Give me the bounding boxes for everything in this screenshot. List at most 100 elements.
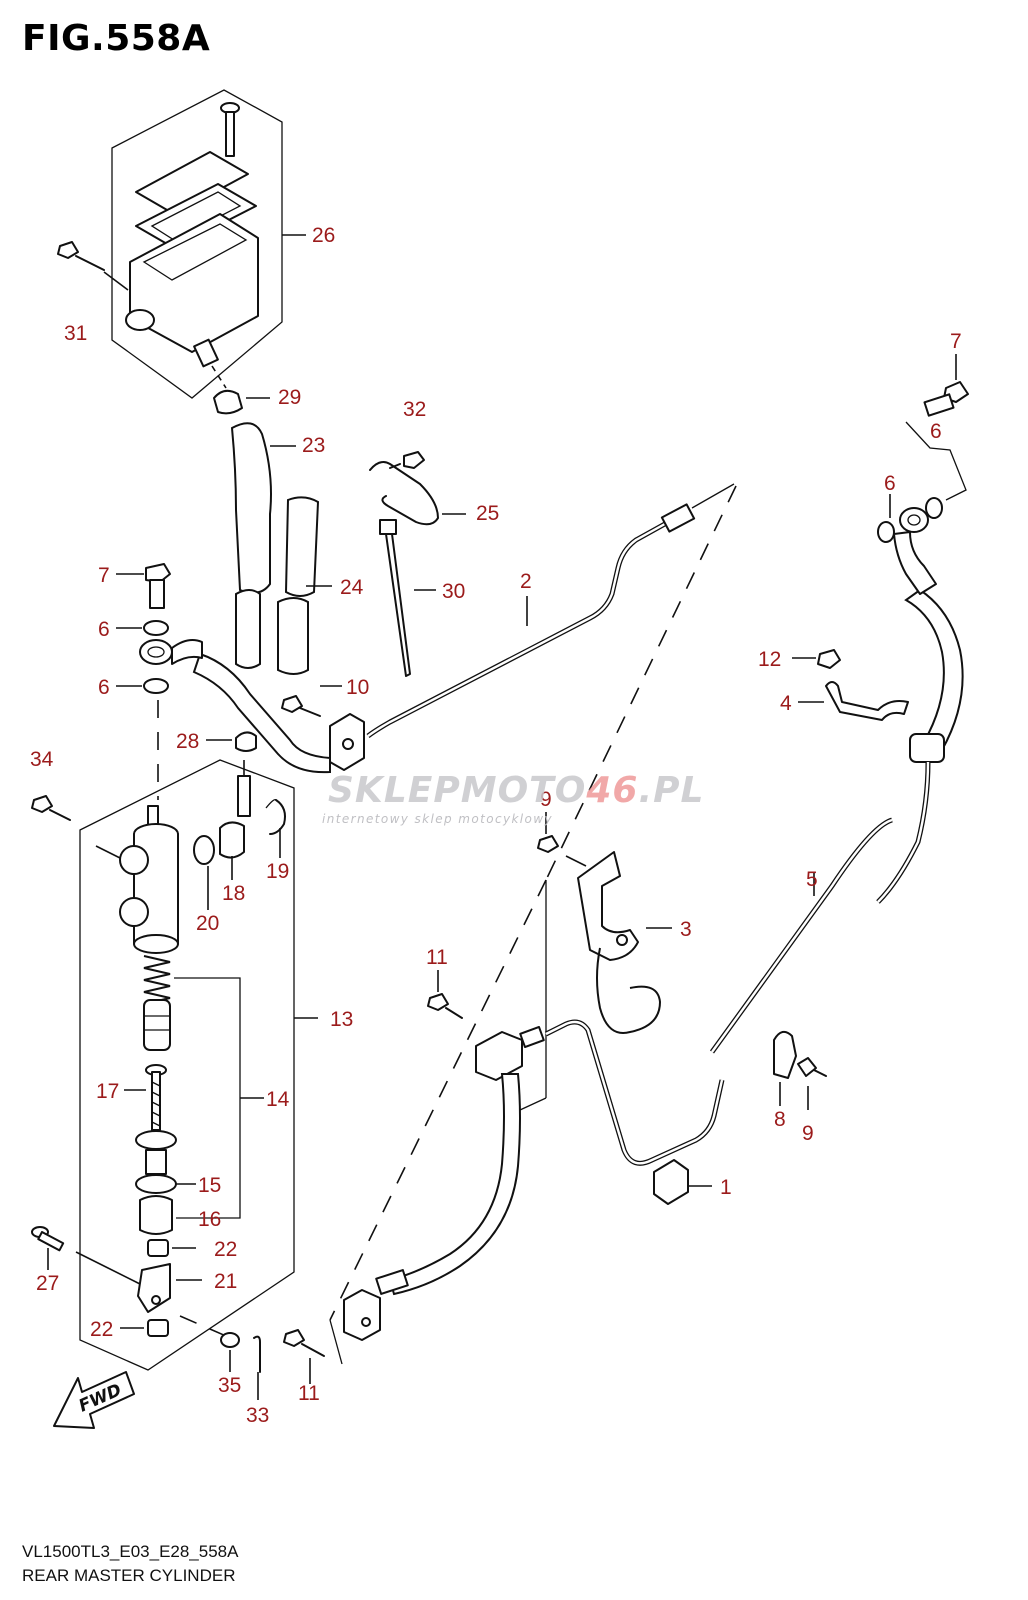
banjo-fitting-upper[interactable] xyxy=(139,639,203,665)
bracket-3[interactable] xyxy=(577,851,639,961)
callout-5: 5 xyxy=(806,868,818,891)
gasket-6-left-bottom[interactable] xyxy=(143,678,169,694)
callout-4: 4 xyxy=(780,692,792,715)
clamp-29[interactable] xyxy=(213,389,243,415)
pipe-fitting-top[interactable] xyxy=(660,503,696,533)
callout-27: 27 xyxy=(36,1272,59,1295)
gasket-6-right-a[interactable] xyxy=(877,521,895,543)
bolt-10[interactable] xyxy=(281,695,321,717)
hose-joint-18[interactable] xyxy=(219,775,251,859)
clevis-21[interactable] xyxy=(137,1263,171,1313)
gasket-6-right-b[interactable] xyxy=(925,497,943,519)
callout-7-left: 7 xyxy=(98,564,110,587)
callout-10: 10 xyxy=(346,676,369,699)
nut-22-lower[interactable] xyxy=(147,1319,169,1337)
callout-28: 28 xyxy=(176,730,199,753)
callout-14: 14 xyxy=(266,1088,290,1111)
banjo-fitting-right[interactable] xyxy=(893,507,937,595)
washer-35[interactable] xyxy=(220,1332,240,1348)
callout-33: 33 xyxy=(246,1404,269,1427)
master-cylinder-box xyxy=(79,759,295,1371)
callout-15: 15 xyxy=(198,1174,221,1197)
circlip-19[interactable] xyxy=(265,799,286,835)
cable-tie-30[interactable] xyxy=(379,519,411,677)
snap-ring-15[interactable] xyxy=(135,1174,177,1194)
upper-right-hose[interactable] xyxy=(904,588,964,752)
master-cylinder-body[interactable] xyxy=(119,805,179,954)
callout-6-left-bottom: 6 xyxy=(98,676,110,699)
callout-25: 25 xyxy=(476,502,499,525)
bolt-34[interactable] xyxy=(31,795,71,821)
fwd-arrow: FWD xyxy=(53,1371,135,1429)
callout-6-left-top: 6 xyxy=(98,618,110,641)
union-bolt-7-left[interactable] xyxy=(145,563,171,609)
callout-9-center: 9 xyxy=(540,788,552,811)
bolt-9-right[interactable] xyxy=(797,1057,827,1077)
callout-22-upper: 22 xyxy=(214,1238,237,1261)
bolt-11-lower[interactable] xyxy=(283,1329,325,1357)
piston[interactable] xyxy=(143,999,171,1051)
reservoir-assembly[interactable] xyxy=(111,89,283,399)
callout-6-right: 6 xyxy=(884,472,896,495)
callout-9-right: 9 xyxy=(802,1122,814,1145)
hose-fitting-lower[interactable] xyxy=(375,1269,409,1295)
nut-22-upper[interactable] xyxy=(147,1239,169,1257)
callout-18: 18 xyxy=(222,882,245,905)
callout-7-right: 7 xyxy=(950,330,962,353)
callout-32: 32 xyxy=(403,398,426,421)
watermark-tagline: internetowy sklep motocyklowy xyxy=(322,812,553,826)
hose-fitting-right[interactable] xyxy=(909,733,945,763)
figure-title: FIG.558A xyxy=(22,18,211,59)
watermark-brand: SKLEPMOTO46.PL xyxy=(328,770,705,811)
callout-17: 17 xyxy=(96,1080,119,1103)
bolt-12[interactable] xyxy=(817,649,841,669)
callout-22-lower: 22 xyxy=(90,1318,113,1341)
union-bolt-7-right[interactable] xyxy=(923,381,969,417)
callout-13: 13 xyxy=(330,1008,353,1031)
callout-26: 26 xyxy=(312,224,335,247)
callout-35: 35 xyxy=(218,1374,241,1397)
bolt-31[interactable] xyxy=(57,241,105,271)
clip-25[interactable] xyxy=(369,461,439,526)
junction-block-lower[interactable] xyxy=(475,1026,545,1081)
junction-block-upper[interactable] xyxy=(329,713,365,771)
callout-2: 2 xyxy=(520,570,532,593)
clamp-1[interactable] xyxy=(653,1159,689,1205)
junction-block-bottom[interactable] xyxy=(343,1289,381,1341)
callout-21: 21 xyxy=(214,1270,237,1293)
bolt-32[interactable] xyxy=(389,451,425,469)
cotter-pin-33[interactable] xyxy=(253,1335,261,1373)
bolt-9-center[interactable] xyxy=(537,835,559,853)
figure-name: REAR MASTER CYLINDER xyxy=(22,1566,236,1585)
clamp-28[interactable] xyxy=(235,731,257,752)
lower-brake-hose[interactable] xyxy=(388,1073,521,1296)
callout-11-lower: 11 xyxy=(298,1382,320,1405)
callout-31: 31 xyxy=(64,322,87,345)
callout-11-upper: 11 xyxy=(426,946,448,969)
callout-3: 3 xyxy=(680,918,692,941)
callout-8: 8 xyxy=(774,1108,786,1131)
callout-30: 30 xyxy=(442,580,465,603)
clamp-4[interactable] xyxy=(825,681,909,721)
clamp-8[interactable] xyxy=(773,1030,797,1079)
pin-27[interactable] xyxy=(31,1226,65,1252)
callout-24: 24 xyxy=(340,576,364,599)
upper-brake-hose[interactable] xyxy=(192,652,331,774)
callout-20: 20 xyxy=(196,912,219,935)
callout-12: 12 xyxy=(758,648,781,671)
gasket-6-left-top[interactable] xyxy=(143,620,169,636)
callout-6-right-top: 6 xyxy=(930,420,942,443)
callout-29: 29 xyxy=(278,386,301,409)
bolt-11-upper[interactable] xyxy=(427,993,463,1019)
o-ring-20[interactable] xyxy=(193,835,215,865)
callout-23: 23 xyxy=(302,434,325,457)
push-rod-17[interactable] xyxy=(145,1064,167,1131)
callout-1: 1 xyxy=(720,1176,732,1199)
model-code: VL1500TL3_E03_E28_558A xyxy=(22,1542,239,1561)
boot-16[interactable] xyxy=(139,1195,173,1235)
protector-24[interactable] xyxy=(284,496,320,597)
hose-23[interactable] xyxy=(230,422,272,594)
callout-19: 19 xyxy=(266,860,289,883)
callout-34: 34 xyxy=(30,748,54,771)
